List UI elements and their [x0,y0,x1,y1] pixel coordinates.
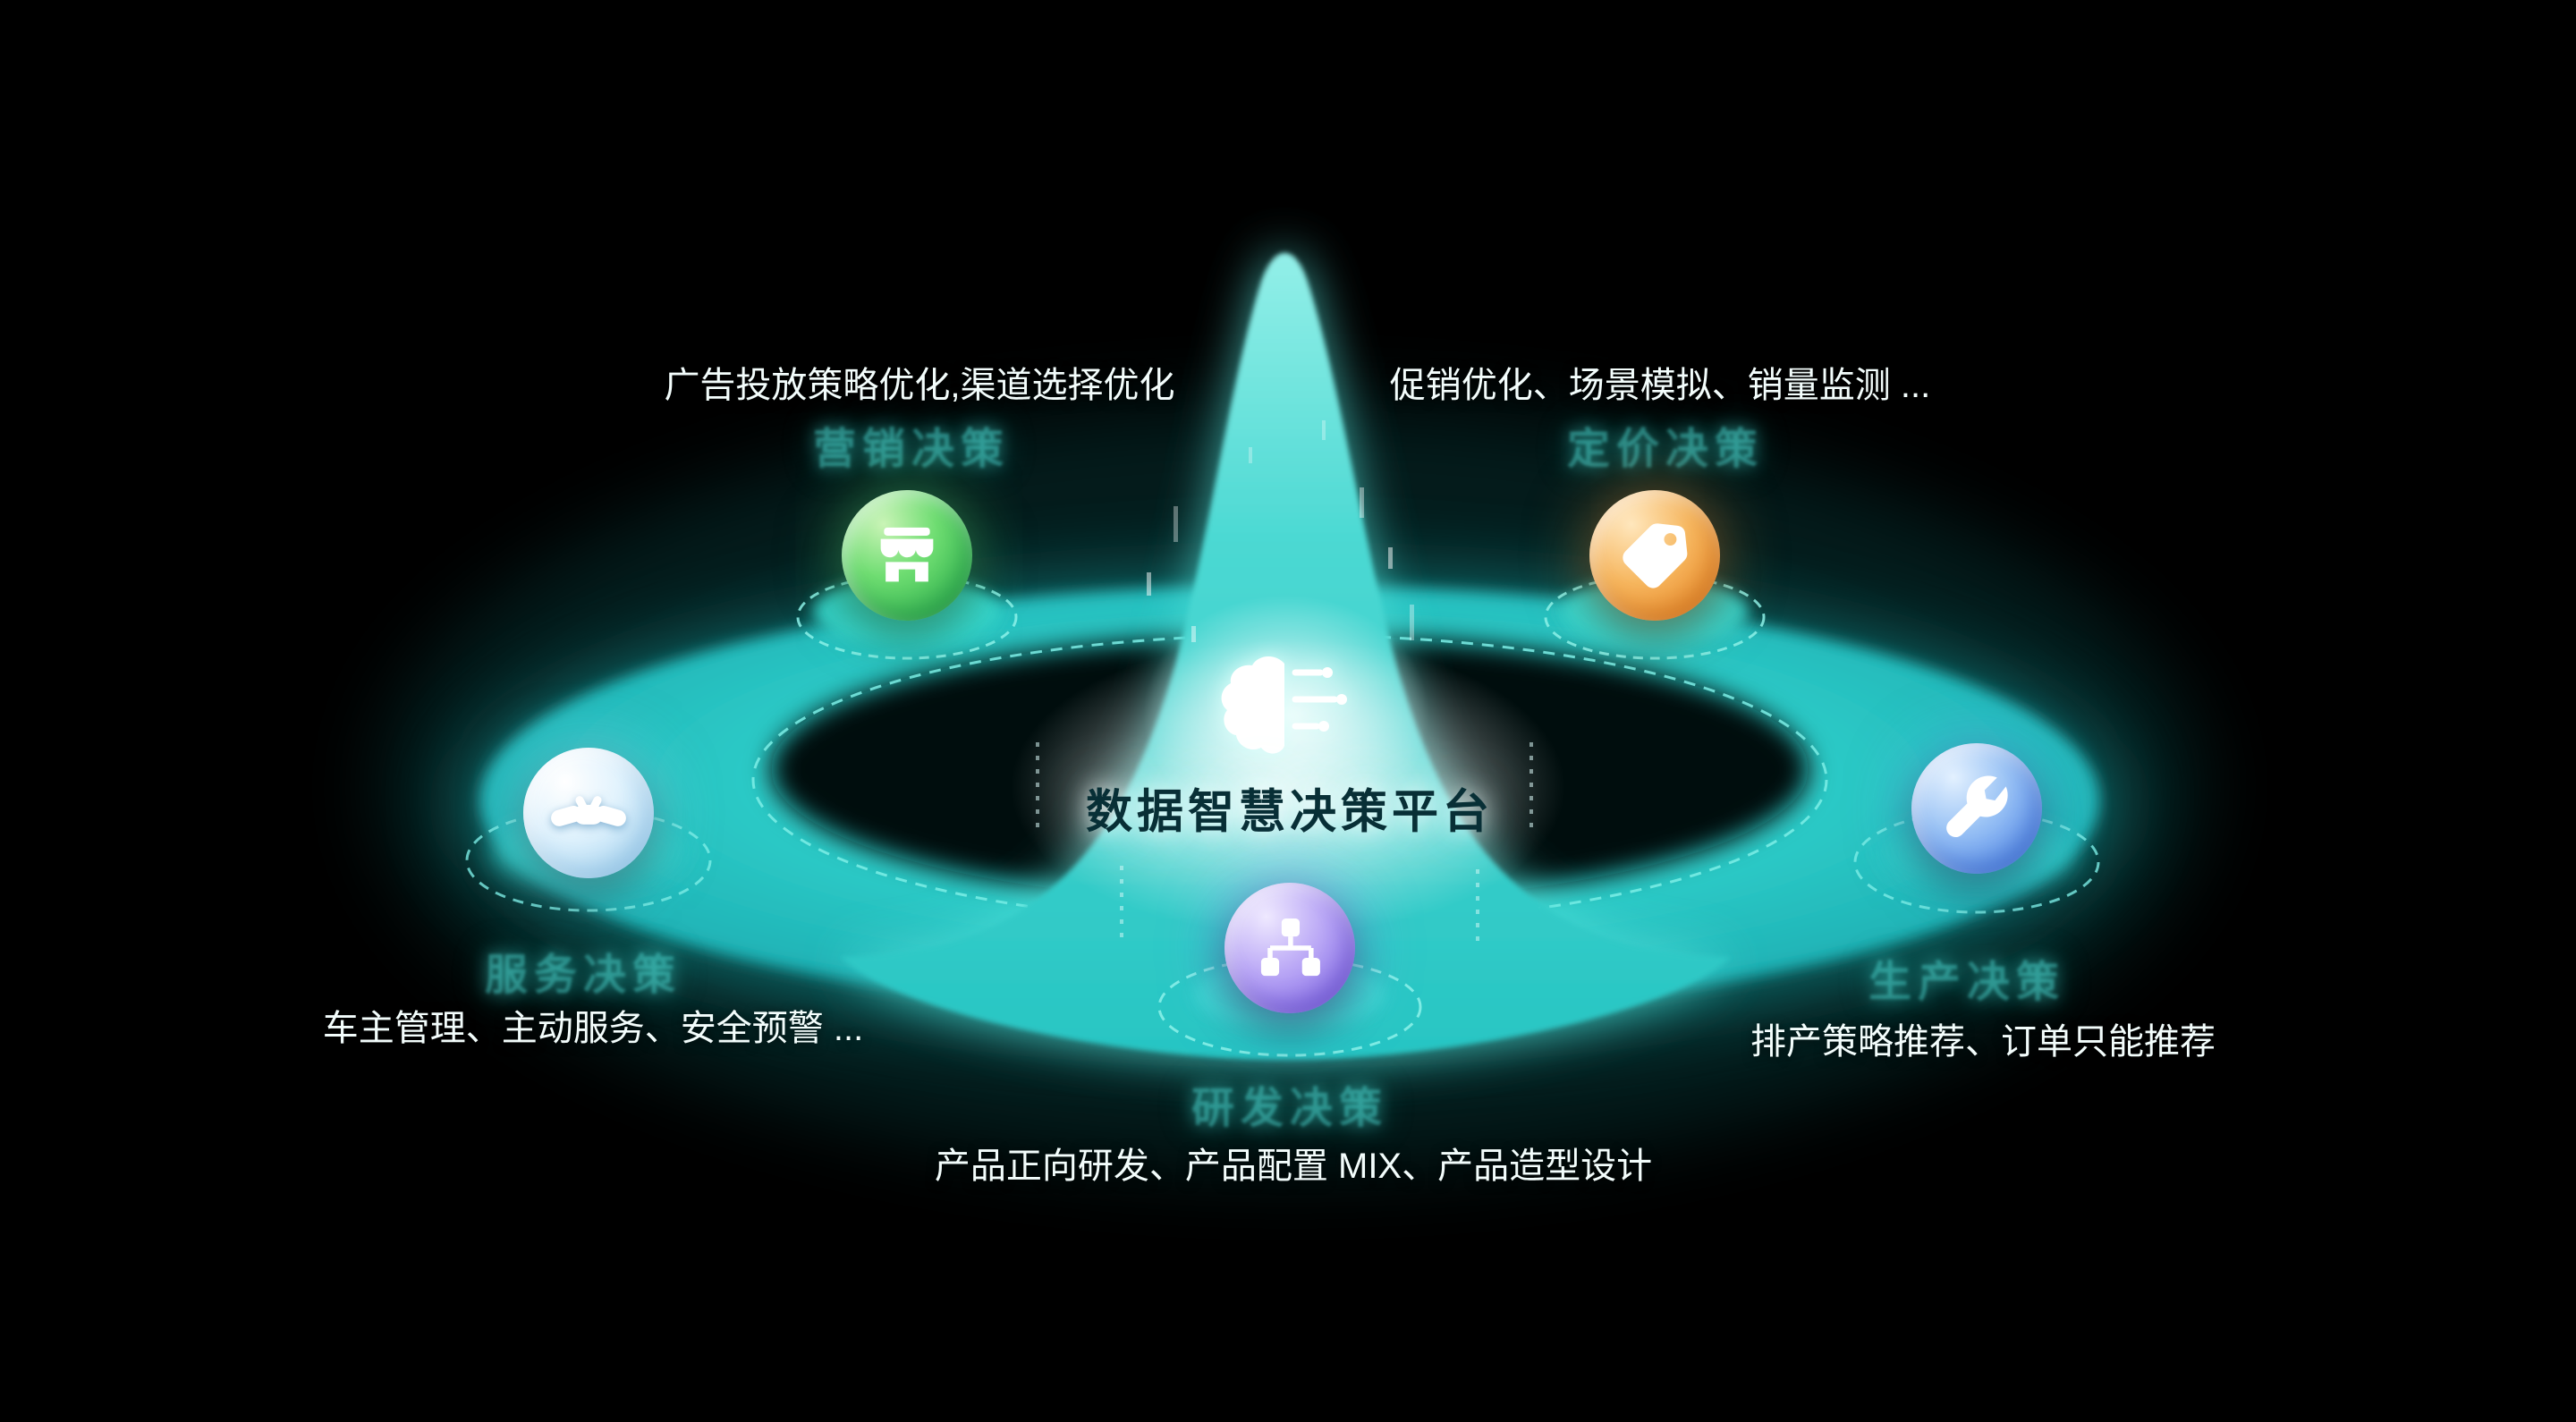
wrench-icon [1946,775,2008,838]
sitemap-icon [1260,918,1320,977]
store-icon [880,527,934,582]
production-description: 排产策略推荐、订单只能推荐 [1750,1022,2216,1062]
platform-title: 数据智慧决策平台 [1085,786,1495,839]
marketing-description: 广告投放策略优化,渠道选择优化 [664,366,1175,405]
pricing-description: 促销优化、场景模拟、销量监测 ... [1389,366,1931,405]
dashed-orbit-pricing [1544,574,1766,660]
pricing-node [1589,490,1720,621]
rnd-category-label: 研发决策 [1191,1085,1389,1132]
service-node [523,748,654,878]
service-category-label: 服务决策 [484,952,682,999]
center-glow-core [1143,595,1429,836]
marketing-category-label: 营销决策 [812,426,1011,473]
dashed-orbit-marketing [796,574,1018,660]
rnd-node [1224,883,1355,1013]
service-description: 车主管理、主动服务、安全预警 ... [322,1009,864,1048]
marketing-node [842,490,972,621]
production-node [1911,743,2042,874]
brain-circuit-icon [1221,656,1347,754]
production-category-label: 生产决策 [1868,959,2066,1006]
rnd-description: 产品正向研发、产品配置 MIX、产品造型设计 [934,1147,1653,1186]
pricing-category-label: 定价决策 [1566,426,1765,473]
handshake-icon [551,796,626,826]
price-tag-icon [1623,523,1688,588]
dashed-orbit-rnd [1157,957,1422,1057]
